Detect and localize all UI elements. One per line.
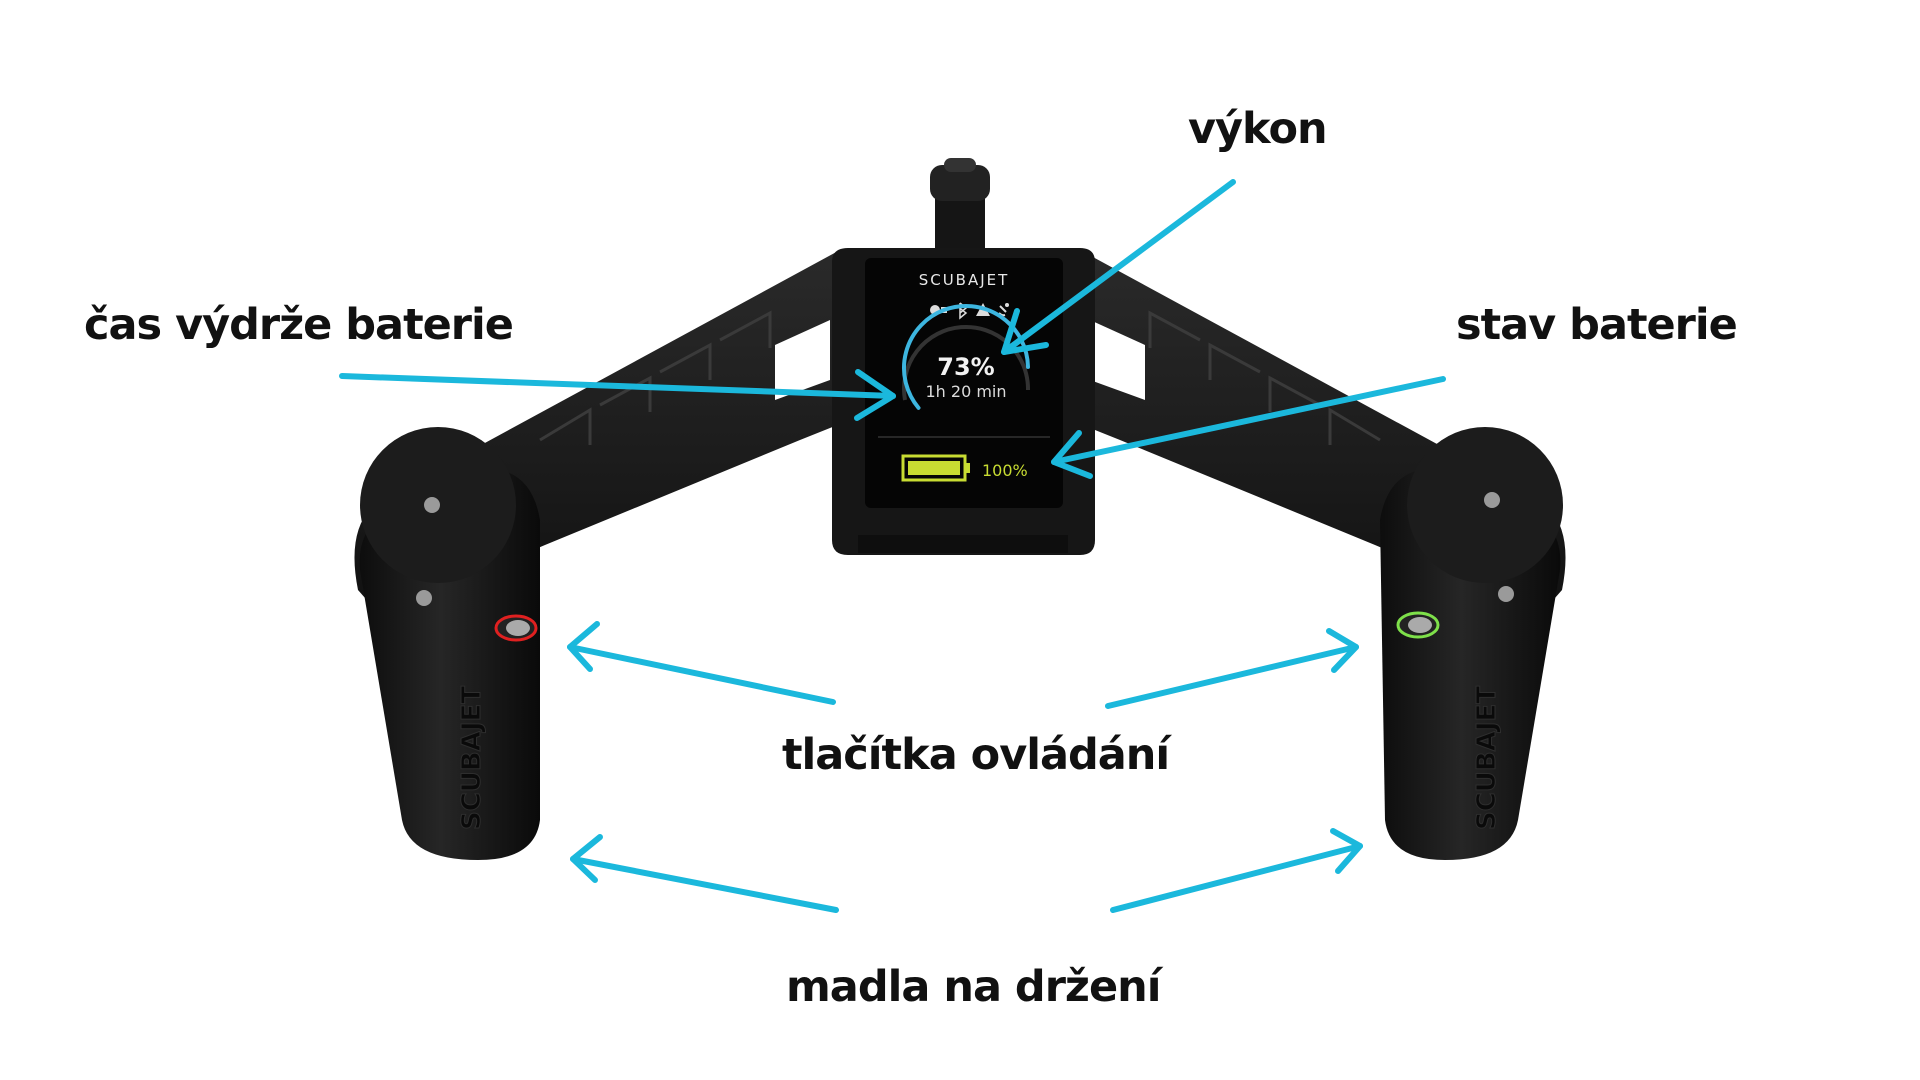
- arrow-buttons-left: [567, 621, 836, 705]
- screw-icon: [1498, 586, 1514, 602]
- satellite-icon: [998, 303, 1009, 317]
- arrow-handles-left: [570, 834, 839, 913]
- annotation-arrows: [339, 179, 1446, 913]
- label-control-buttons: tlačítka ovládání: [782, 730, 1170, 780]
- arrow-buttons-right: [1105, 628, 1359, 709]
- left-grip-logo: SCUBAJET: [457, 686, 487, 830]
- arrow-battery: [1051, 376, 1446, 479]
- screw-icon: [1484, 492, 1500, 508]
- arrow-handles-right: [1110, 828, 1363, 913]
- power-gauge-track: [902, 324, 1031, 401]
- label-handles: madla na držení: [786, 962, 1161, 1012]
- left-handle[interactable]: SCUBAJET: [359, 427, 540, 860]
- label-battery-runtime: čas výdrže baterie: [84, 300, 514, 350]
- battery-icon: [901, 454, 970, 482]
- brand-logo: SCUBAJET: [919, 271, 1010, 289]
- top-knob: [930, 158, 990, 255]
- right-control-button[interactable]: [1396, 611, 1440, 639]
- arrow-runtime: [339, 369, 896, 421]
- power-gauge-arc: [902, 304, 1030, 410]
- left-control-button[interactable]: [494, 614, 538, 642]
- screw-icon: [424, 497, 440, 513]
- display-screen: SCUBAJET 73% 1h 20 min 100%: [865, 258, 1063, 508]
- power-percent: 73%: [937, 353, 994, 381]
- right-grip-logo: SCUBAJET: [1472, 686, 1502, 830]
- runtime-value: 1h 20 min: [925, 382, 1006, 401]
- label-power: výkon: [1188, 104, 1328, 154]
- right-handle[interactable]: SCUBAJET: [1380, 427, 1563, 860]
- label-battery-status: stav baterie: [1456, 300, 1738, 350]
- screw-icon: [416, 590, 432, 606]
- arrow-power: [1001, 179, 1236, 355]
- battery-percent: 100%: [982, 461, 1028, 480]
